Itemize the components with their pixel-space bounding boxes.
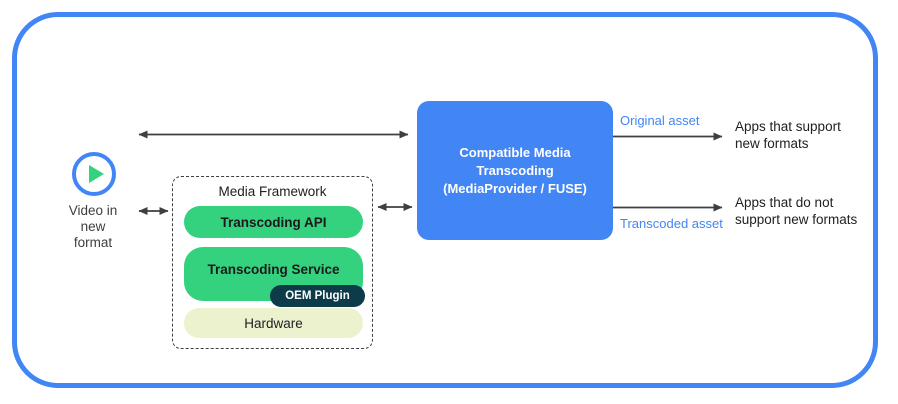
cmt-line-2: Transcoding bbox=[476, 162, 554, 178]
transcoding-api-label: Transcoding API bbox=[220, 214, 327, 230]
compatible-media-transcoding-box[interactable]: Compatible Media Transcoding (MediaProvi… bbox=[417, 101, 613, 240]
apps-supporting-line1: Apps that support bbox=[735, 119, 841, 134]
cmt-line-1: Compatible Media bbox=[459, 144, 571, 160]
video-source-label: Video in new format bbox=[42, 203, 144, 251]
apps-not-supporting-formats-label: Apps that do not support new formats bbox=[735, 194, 857, 228]
media-framework-container: Media Framework Transcoding API Transcod… bbox=[172, 176, 373, 349]
apps-supporting-line2: new formats bbox=[735, 136, 809, 151]
oem-plugin-block[interactable]: OEM Plugin bbox=[270, 285, 365, 307]
oem-plugin-label: OEM Plugin bbox=[285, 290, 350, 302]
transcoding-api-block[interactable]: Transcoding API bbox=[184, 206, 363, 238]
outer-frame-border bbox=[12, 12, 878, 388]
apps-supporting-formats-label: Apps that support new formats bbox=[735, 118, 841, 152]
video-source-label-line2: new bbox=[80, 219, 106, 234]
transcoding-service-label: Transcoding Service bbox=[207, 261, 340, 277]
compatible-media-transcoding-label: Compatible Media Transcoding (MediaProvi… bbox=[435, 144, 595, 198]
play-circle-icon bbox=[70, 150, 118, 198]
media-framework-title: Media Framework bbox=[218, 184, 327, 199]
hardware-label: Hardware bbox=[244, 315, 303, 331]
transcoded-asset-label: Transcoded asset bbox=[620, 216, 723, 231]
video-source-label-line3: format bbox=[73, 235, 113, 250]
hardware-block[interactable]: Hardware bbox=[184, 308, 363, 338]
video-source-label-line1: Video in bbox=[68, 203, 118, 218]
apps-not-supporting-line1: Apps that do not bbox=[735, 195, 834, 210]
original-asset-label: Original asset bbox=[620, 113, 700, 128]
apps-not-supporting-line2: support new formats bbox=[735, 212, 858, 227]
cmt-line-3: (MediaProvider / FUSE) bbox=[443, 180, 587, 196]
